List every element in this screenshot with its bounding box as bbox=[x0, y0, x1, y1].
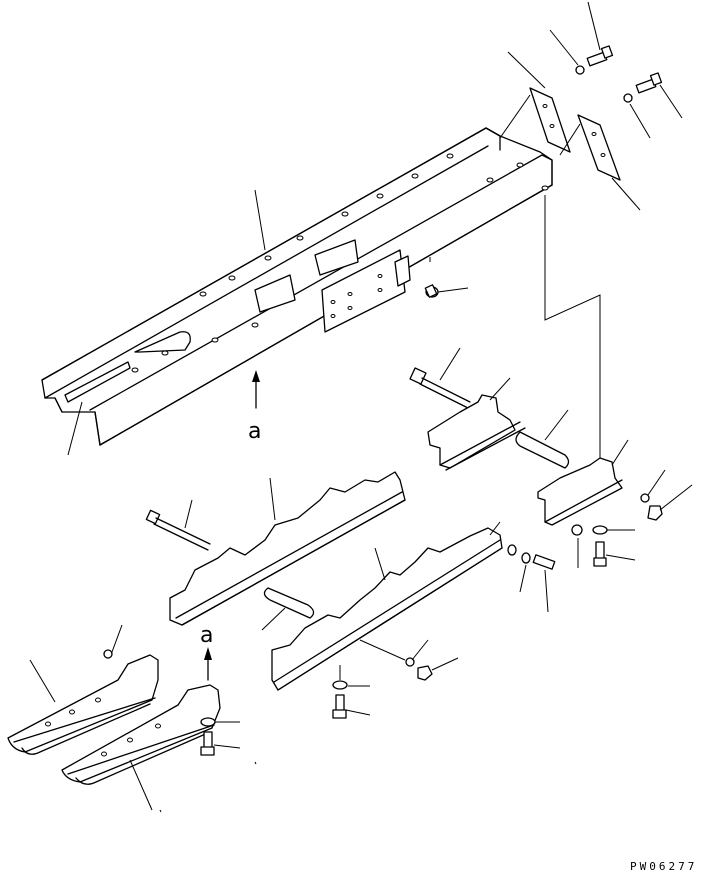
frame-bolt bbox=[424, 257, 469, 298]
view-arrow-upper: a bbox=[248, 370, 261, 444]
drawing-code: PW06277 bbox=[630, 860, 697, 873]
guard-left bbox=[7, 624, 159, 755]
roller-rail-lower bbox=[261, 521, 556, 719]
guard-right bbox=[61, 684, 241, 811]
view-arrow-lower: a bbox=[200, 623, 213, 681]
connector-lines bbox=[67, 189, 601, 475]
view-label-upper: a bbox=[248, 419, 261, 444]
view-label-lower: a bbox=[200, 623, 213, 648]
roller-rail-upper bbox=[145, 471, 406, 626]
roller-bracket-right bbox=[409, 347, 693, 568]
track-frame bbox=[41, 127, 553, 446]
frame-holes bbox=[131, 153, 549, 373]
end-plates bbox=[499, 1, 683, 211]
